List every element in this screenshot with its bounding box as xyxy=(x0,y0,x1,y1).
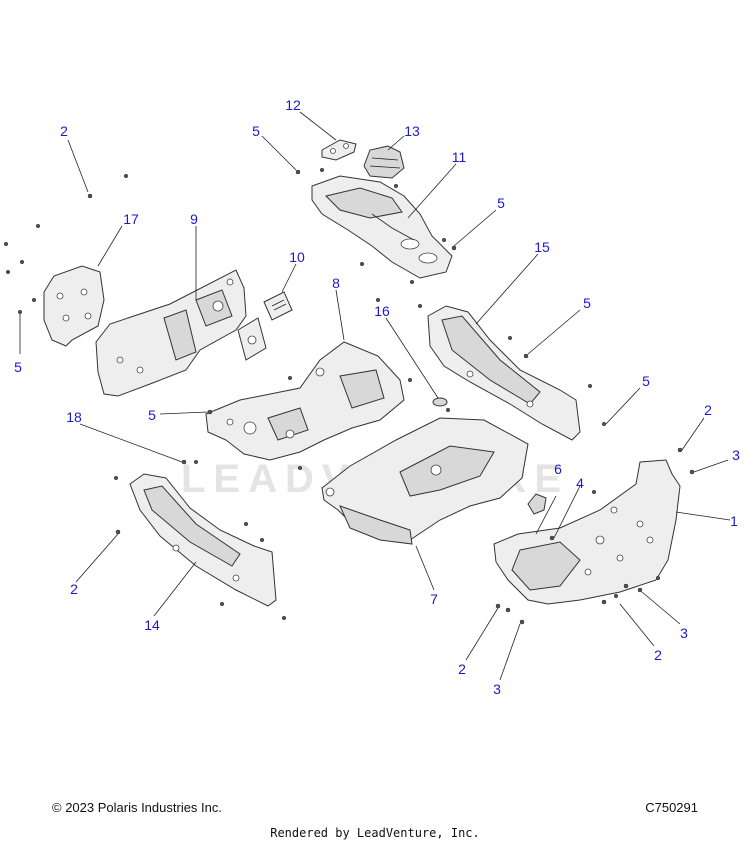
diagram-code: C750291 xyxy=(645,800,698,815)
callout-17: 17 xyxy=(123,211,139,227)
callout-5: 5 xyxy=(252,123,260,139)
callout-5: 5 xyxy=(583,295,591,311)
fasteners xyxy=(3,167,695,625)
callout-3: 3 xyxy=(732,447,740,463)
callout-5: 5 xyxy=(148,407,156,423)
callout-4: 4 xyxy=(576,475,584,491)
callout-5: 5 xyxy=(14,359,22,375)
parts-diagram: LEADVENTURE xyxy=(3,97,740,697)
callout-9: 9 xyxy=(190,211,198,227)
callout-11: 11 xyxy=(452,149,467,165)
callout-16: 16 xyxy=(374,303,390,319)
callout-14: 14 xyxy=(144,617,160,633)
copyright-text: © 2023 Polaris Industries Inc. xyxy=(52,800,222,815)
callout-2: 2 xyxy=(458,661,466,677)
leader-lines xyxy=(19,111,731,681)
part-16-grommet[interactable] xyxy=(432,397,448,407)
callout-10: 10 xyxy=(289,249,305,265)
rendered-by-text: Rendered by LeadVenture, Inc. xyxy=(270,826,480,840)
part-17-side-panel[interactable] xyxy=(43,265,105,347)
callout-2: 2 xyxy=(60,123,68,139)
callout-6: 6 xyxy=(554,461,562,477)
callout-13: 13 xyxy=(404,123,420,139)
callout-12: 12 xyxy=(285,97,301,113)
part-11-center-console[interactable] xyxy=(311,175,453,279)
callout-7: 7 xyxy=(430,591,438,607)
part-7-floor-tub[interactable] xyxy=(321,417,529,545)
callout-2: 2 xyxy=(70,581,78,597)
part-1-front-floor[interactable] xyxy=(493,459,681,605)
callout-2: 2 xyxy=(704,402,712,418)
callout-3: 3 xyxy=(493,681,501,697)
callout-5: 5 xyxy=(642,373,650,389)
callout-15: 15 xyxy=(534,239,550,255)
part-14-rocker-panel-left[interactable] xyxy=(129,473,277,607)
part-8-floor-pan[interactable] xyxy=(205,341,405,461)
part-6-clip[interactable] xyxy=(527,493,547,515)
callout-1: 1 xyxy=(730,513,738,529)
callout-3: 3 xyxy=(680,625,688,641)
part-15-rocker-panel-right[interactable] xyxy=(427,305,581,441)
callout-18: 18 xyxy=(66,409,82,425)
part-9-rear-panel[interactable] xyxy=(95,269,247,397)
part-12-bracket[interactable] xyxy=(321,139,357,161)
callout-8: 8 xyxy=(332,275,340,291)
part-13-shifter-boot[interactable] xyxy=(363,145,405,179)
callout-2: 2 xyxy=(654,647,662,663)
callout-5: 5 xyxy=(497,195,505,211)
callout-labels: 1 2 2 2 2 2 3 3 3 4 5 5 5 5 5 5 6 7 8 9 … xyxy=(14,97,740,697)
part-10-access-plates[interactable] xyxy=(237,291,293,361)
